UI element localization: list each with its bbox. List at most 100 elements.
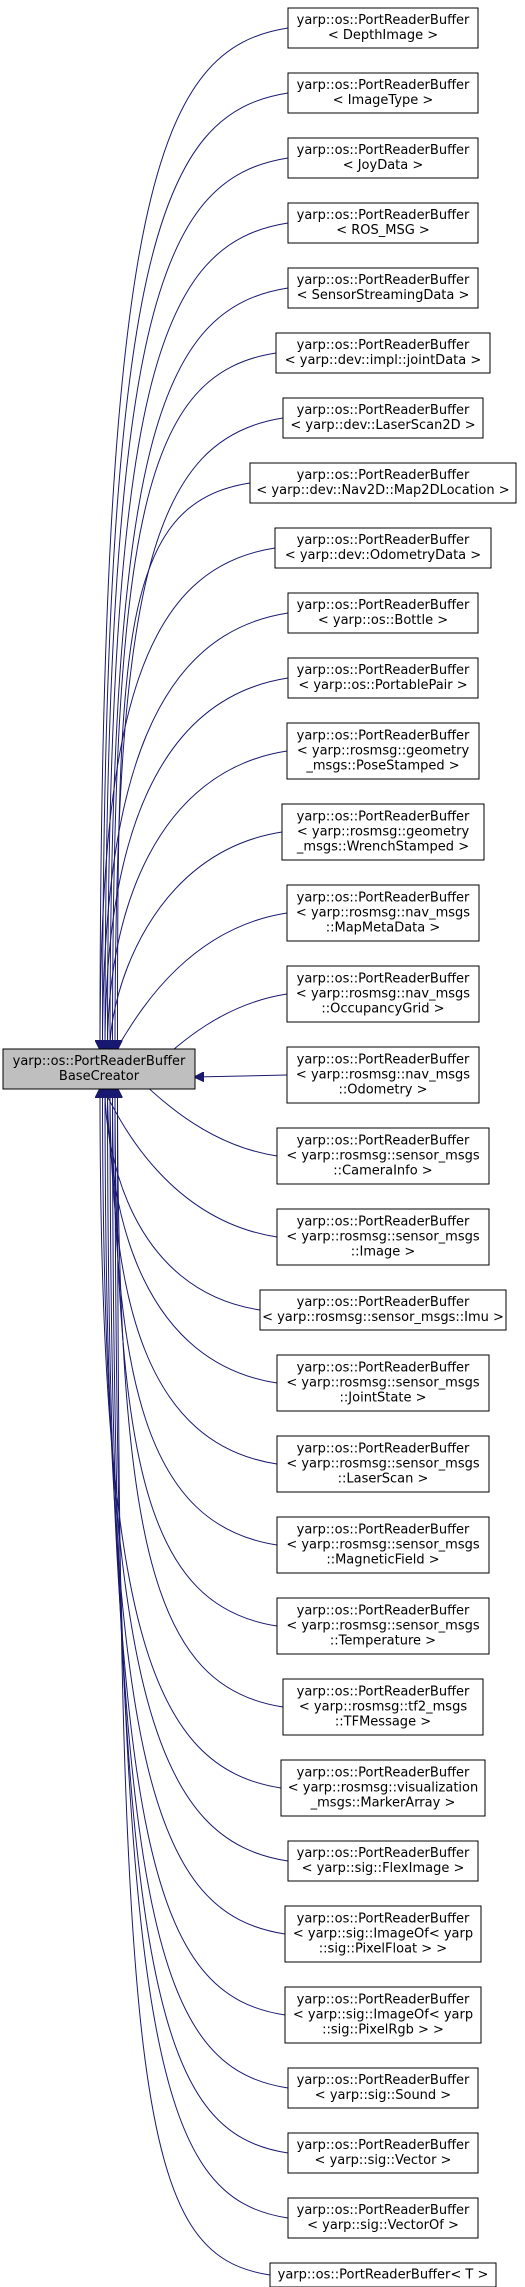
derived-class-label-line-2: < ImageType > xyxy=(333,93,434,108)
derived-class-label-line-2: < yarp::rosmsg::sensor_msgs xyxy=(286,1149,480,1164)
derived-class-node[interactable]: yarp::os::PortReaderBuffer< JoyData > xyxy=(287,137,479,179)
derived-class-label-line-3: ::MagneticField > xyxy=(326,1553,439,1568)
derived-class-node[interactable]: yarp::os::PortReaderBuffer< yarp::sig::F… xyxy=(287,1840,479,1882)
derived-class-node[interactable]: yarp::os::PortReaderBuffer< yarp::rosmsg… xyxy=(280,1759,486,1817)
derived-class-node[interactable]: yarp::os::PortReaderBuffer< DepthImage > xyxy=(287,7,479,49)
derived-class-node[interactable]: yarp::os::PortReaderBuffer< yarp::rosmsg… xyxy=(276,1516,490,1574)
inheritance-edge xyxy=(100,547,276,1049)
derived-class-label-line-3: ::TFMessage > xyxy=(335,1715,431,1730)
derived-class-node[interactable]: yarp::os::PortReaderBuffer< yarp::rosmsg… xyxy=(276,1127,490,1185)
derived-class-label-line-3: _msgs::WrenchStamped > xyxy=(296,840,469,855)
derived-class-node[interactable]: yarp::os::PortReaderBuffer< yarp::rosmsg… xyxy=(259,1289,507,1331)
inheritance-edge xyxy=(110,287,289,1049)
derived-class-label-line-3: ::MapMetaData > xyxy=(326,921,441,936)
derived-class-node[interactable]: yarp::os::PortReaderBuffer< yarp::dev::L… xyxy=(282,397,484,439)
derived-class-box xyxy=(276,1208,490,1266)
derived-class-label-line-2: < yarp::dev::impl::jointData > xyxy=(285,353,482,368)
derived-class-node[interactable]: yarp::os::PortReaderBuffer< yarp::rosmsg… xyxy=(286,965,480,1023)
derived-class-label-line-1: yarp::os::PortReaderBuffer xyxy=(297,1604,470,1619)
derived-class-label-line-2: < yarp::rosmsg::sensor_msgs xyxy=(286,1376,480,1391)
derived-class-label-line-2: < yarp::rosmsg::tf2_msgs xyxy=(299,1700,467,1715)
derived-class-label-line-2: < yarp::rosmsg::visualization xyxy=(288,1781,478,1796)
inheritance-edge xyxy=(103,1088,278,1238)
derived-class-label-line-2: < yarp::sig::ImageOf< yarp xyxy=(293,1927,473,1942)
derived-class-label-line-2: < SensorStreamingData > xyxy=(297,288,470,303)
base-class-label-line-1: yarp::os::PortReaderBuffer xyxy=(13,1054,186,1069)
derived-class-label-line-2: < yarp::rosmsg::sensor_msgs xyxy=(286,1230,480,1245)
derived-class-label-line-1: yarp::os::PortReaderBuffer xyxy=(297,273,470,288)
derived-class-label-line-3: ::LaserScan > xyxy=(338,1472,429,1487)
derived-class-box xyxy=(287,202,479,244)
derived-class-node[interactable]: yarp::os::PortReaderBuffer< yarp::sig::I… xyxy=(284,1986,482,2044)
derived-class-label-line-2: < yarp::sig::Vector > xyxy=(315,2153,452,2168)
derived-class-label-line-2: < yarp::rosmsg::nav_msgs xyxy=(296,1068,470,1083)
derived-class-box xyxy=(259,1289,507,1331)
derived-class-node[interactable]: yarp::os::PortReaderBuffer< yarp::rosmsg… xyxy=(276,1597,490,1655)
derived-class-node[interactable]: yarp::os::PortReaderBuffer< yarp::dev::O… xyxy=(274,527,492,569)
derived-class-label-line-2: < yarp::dev::LaserScan2D > xyxy=(290,418,475,433)
derived-class-label-line-3: ::sig::PixelFloat > > xyxy=(319,1942,447,1957)
derived-class-label-line-2: < yarp::rosmsg::sensor_msgs xyxy=(286,1457,480,1472)
derived-class-node[interactable]: yarp::os::PortReaderBuffer< yarp::sig::I… xyxy=(284,1905,482,1963)
derived-class-box xyxy=(276,1516,490,1574)
derived-class-node[interactable]: yarp::os::PortReaderBuffer< yarp::sig::V… xyxy=(287,2132,479,2174)
derived-class-label-line-1: yarp::os::PortReaderBuffer xyxy=(297,78,470,93)
derived-class-node[interactable]: yarp::os::PortReaderBuffer< yarp::rosmsg… xyxy=(286,884,480,942)
derived-class-node[interactable]: yarp::os::PortReaderBuffer< yarp::sig::S… xyxy=(287,2067,479,2109)
derived-class-box xyxy=(286,965,480,1023)
inheritance-edge xyxy=(113,352,277,1049)
derived-class-box xyxy=(287,2067,479,2109)
derived-class-label-line-1: yarp::os::PortReaderBuffer xyxy=(297,208,470,223)
derived-class-node[interactable]: yarp::os::PortReaderBuffer< yarp::rosmsg… xyxy=(286,1046,480,1104)
derived-class-node[interactable]: yarp::os::PortReaderBuffer< ImageType > xyxy=(287,72,479,114)
inheritance-edge xyxy=(113,912,288,1052)
derived-class-node[interactable]: yarp::os::PortReaderBuffer< yarp::os::Po… xyxy=(287,657,479,699)
derived-class-node[interactable]: yarp::os::PortReaderBuffer< yarp::rosmsg… xyxy=(276,1208,490,1266)
derived-class-box xyxy=(287,267,479,309)
derived-class-box xyxy=(286,1046,480,1104)
inheritance-edge xyxy=(195,1075,288,1077)
derived-class-label-line-1: yarp::os::PortReaderBuffer xyxy=(297,810,470,825)
derived-class-node[interactable]: yarp::os::PortReaderBuffer< ROS_MSG > xyxy=(287,202,479,244)
derived-class-box xyxy=(286,884,480,942)
inheritance-edge xyxy=(108,1089,286,2016)
derived-class-node[interactable]: yarp::os::PortReaderBuffer< SensorStream… xyxy=(287,267,479,309)
derived-class-node[interactable]: yarp::os::PortReaderBuffer< yarp::rosmsg… xyxy=(282,1678,484,1736)
derived-class-label-line-3: ::Odometry > xyxy=(338,1083,427,1098)
derived-class-node[interactable]: yarp::os::PortReaderBuffer< yarp::os::Bo… xyxy=(287,592,479,634)
inheritance-edge xyxy=(108,750,288,1049)
derived-class-node[interactable]: yarp::os::PortReaderBuffer< yarp::dev::N… xyxy=(249,462,517,504)
derived-class-box xyxy=(275,332,491,374)
derived-class-label-line-3: ::CameraInfo > xyxy=(333,1164,432,1179)
derived-class-box xyxy=(287,657,479,699)
derived-class-node[interactable]: yarp::os::PortReaderBuffer< yarp::sig::V… xyxy=(287,2197,479,2239)
derived-class-node[interactable]: yarp::os::PortReaderBuffer< yarp::dev::i… xyxy=(275,332,491,374)
inheritance-edge xyxy=(115,1089,289,2219)
derived-class-label-line-1: yarp::os::PortReaderBuffer xyxy=(297,13,470,28)
derived-class-label-line-3: ::JointState > xyxy=(340,1391,427,1406)
edges-group xyxy=(100,27,289,2276)
nodes-group: yarp::os::PortReaderBufferBaseCreatoryar… xyxy=(2,7,517,2287)
derived-class-box xyxy=(276,1354,490,1412)
inheritance-edge xyxy=(118,482,251,1049)
derived-class-box xyxy=(249,462,517,504)
derived-class-label-line-1: yarp::os::PortReaderBuffer xyxy=(297,2203,470,2218)
inheritance-edge xyxy=(115,417,284,1049)
derived-class-label-line-2: < yarp::dev::Nav2D::Map2DLocation > xyxy=(256,483,509,498)
derived-class-label-line-3: ::Image > xyxy=(351,1245,416,1260)
derived-class-node[interactable]: yarp::os::PortReaderBuffer< T > xyxy=(269,2262,497,2287)
derived-class-node[interactable]: yarp::os::PortReaderBuffer< yarp::rosmsg… xyxy=(281,803,485,861)
derived-class-label-line-2: < yarp::sig::VectorOf > xyxy=(307,2218,459,2233)
derived-class-label-line-2: < yarp::rosmsg::geometry xyxy=(297,744,470,759)
derived-class-node[interactable]: yarp::os::PortReaderBuffer< yarp::rosmsg… xyxy=(286,722,480,780)
derived-class-node[interactable]: yarp::os::PortReaderBuffer< yarp::rosmsg… xyxy=(276,1354,490,1412)
derived-class-label-line-1: yarp::os::PortReaderBuffer xyxy=(297,972,470,987)
inheritance-edge xyxy=(103,612,289,1049)
inheritance-edge xyxy=(113,1089,278,1546)
derived-class-label-line-2: < yarp::sig::ImageOf< yarp xyxy=(293,2008,473,2023)
derived-class-label-line-2: < yarp::sig::Sound > xyxy=(315,2088,451,2103)
derived-class-node[interactable]: yarp::os::PortReaderBuffer< yarp::rosmsg… xyxy=(276,1435,490,1493)
derived-class-box xyxy=(274,527,492,569)
derived-class-box xyxy=(287,7,479,49)
